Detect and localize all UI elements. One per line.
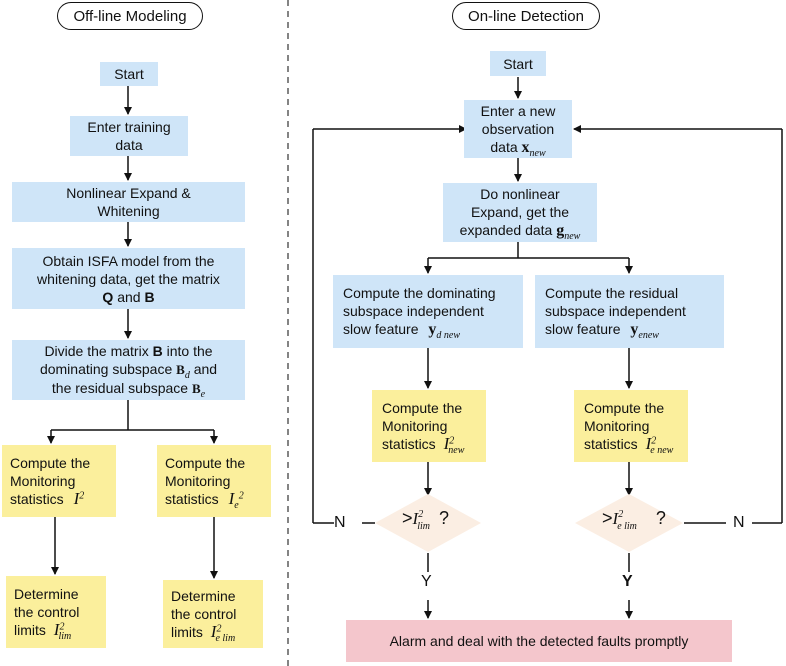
enter-new-observation-box: Enter a new observation data xnew	[464, 100, 572, 158]
offline-determine-limits-box: Determine the control limits I2lim	[6, 576, 106, 648]
yes-label-right: Y	[622, 573, 633, 590]
offline-start-box: Start	[100, 62, 158, 86]
decision-diamond-dominating	[375, 494, 481, 552]
nonlinear-expand-whitening-box: Nonlinear Expand & Whitening	[12, 182, 245, 222]
offline-title: Off-line Modeling	[57, 2, 203, 30]
online-title: On-line Detection	[452, 2, 600, 30]
decision-label-dominating: >I2lim ?	[402, 508, 449, 532]
online-compute-ie2new-box: Compute the Monitoring statistics I2e ne…	[574, 390, 688, 462]
offline-compute-i2-box: Compute the Monitoring statistics I2	[2, 445, 116, 517]
online-compute-i2new-box: Compute the Monitoring statistics I2new	[372, 390, 486, 462]
yes-label-left: Y	[421, 573, 432, 590]
alarm-box: Alarm and deal with the detected faults …	[346, 620, 732, 662]
divide-matrix-box: Divide the matrix B into the dominating …	[12, 340, 245, 400]
dominating-slow-feature-box: Compute the dominating subspace independ…	[333, 275, 523, 348]
no-label-left: N	[334, 514, 346, 531]
decision-label-residual: >I2e lim ?	[602, 508, 666, 532]
do-nonlinear-expand-box: Do nonlinear Expand, get the expanded da…	[443, 183, 597, 242]
online-start-box: Start	[490, 51, 546, 76]
offline-compute-ie2-box: Compute the Monitoring statistics Ie2	[157, 445, 271, 517]
no-label-right: N	[733, 514, 745, 531]
enter-training-data-box: Enter training data	[70, 116, 188, 156]
decision-diamond-residual	[575, 494, 683, 552]
obtain-isfa-model-box: Obtain ISFA model from the whitening dat…	[12, 248, 245, 309]
residual-slow-feature-box: Compute the residual subspace independen…	[535, 275, 724, 348]
offline-determine-elimits-box: Determine the control limits I2e lim	[163, 580, 263, 648]
